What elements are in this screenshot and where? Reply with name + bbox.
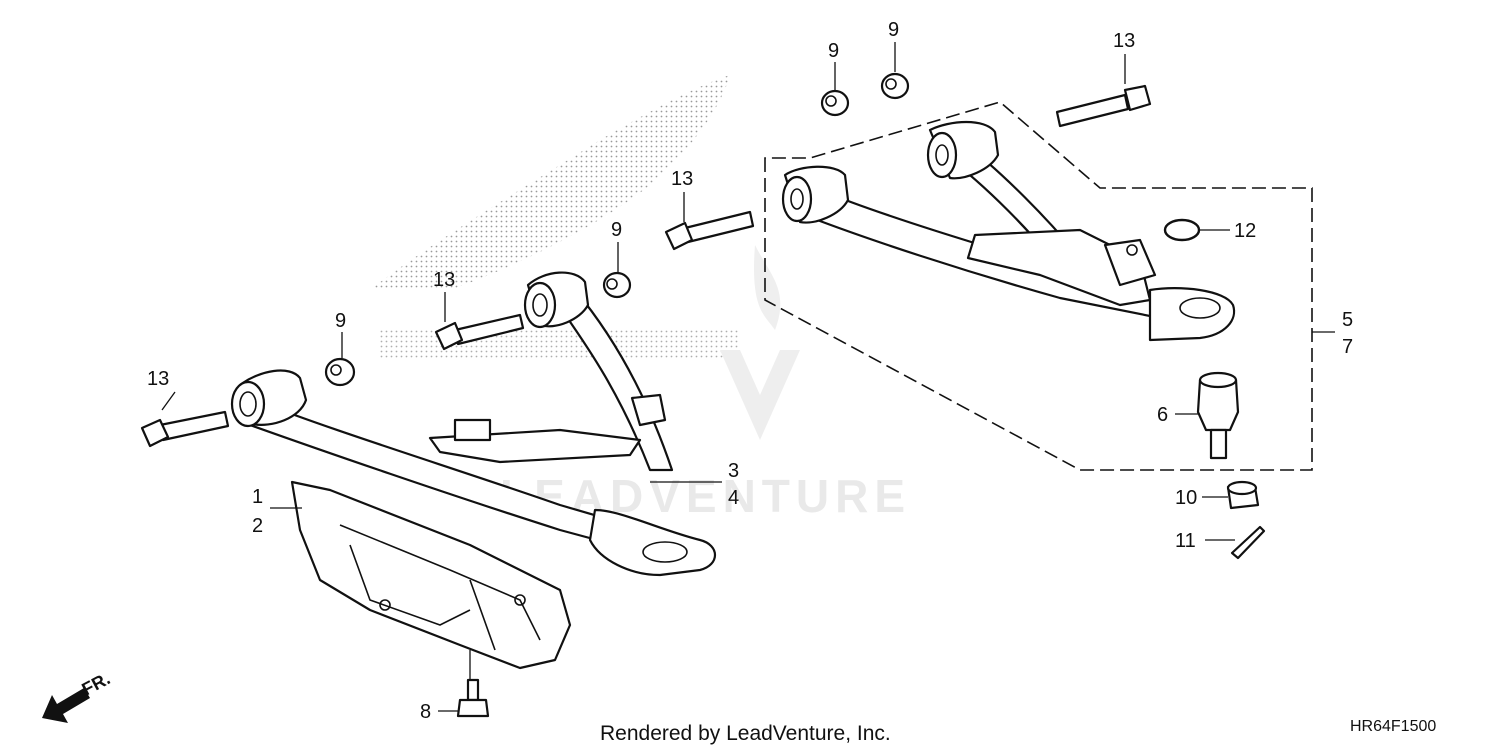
callout-2: 2 (252, 515, 263, 537)
leader-lines (161, 42, 1335, 712)
cotter-pin-11 (1230, 525, 1266, 560)
diagram-code: HR64F1500 (1350, 718, 1436, 735)
callout-labels: 1 2 3 4 5 7 6 8 9 9 9 9 10 11 12 13 13 1… (147, 19, 1353, 723)
callout-9-top-a: 9 (828, 40, 839, 62)
lower-arm-assembly (230, 271, 717, 577)
upper-arm-assembly (781, 121, 1236, 342)
assembly-outline (764, 101, 1313, 471)
callout-5: 5 (1342, 309, 1353, 331)
callout-13-top: 13 (671, 168, 693, 190)
callout-10: 10 (1175, 487, 1197, 509)
callout-3: 3 (728, 460, 739, 482)
callout-9-left: 9 (335, 310, 346, 332)
callout-7: 7 (1342, 336, 1353, 358)
callout-13-right: 13 (1113, 30, 1135, 52)
nut-9-top-b (880, 72, 910, 100)
callout-13-left: 13 (147, 368, 169, 390)
callout-1: 1 (252, 486, 263, 508)
ball-joint-6 (1196, 371, 1240, 460)
bolt-8 (456, 678, 490, 718)
callout-11: 11 (1175, 530, 1196, 552)
castle-nut-10 (1226, 480, 1260, 510)
callout-9-top-b: 9 (888, 19, 899, 41)
callout-12: 12 (1234, 220, 1256, 242)
callout-9-center: 9 (611, 219, 622, 241)
nut-9-left (324, 357, 356, 387)
bolt-13-center (434, 313, 525, 351)
footer-credit: Rendered by LeadVenture, Inc. (600, 722, 891, 745)
circlip-12 (1163, 218, 1201, 242)
bolt-13-right (1055, 84, 1152, 128)
bolt-13-left (140, 410, 230, 448)
callout-6: 6 (1157, 404, 1168, 426)
nut-9-top-a (820, 89, 850, 117)
bolt-13-top (664, 210, 755, 251)
front-direction-arrow: FR. (42, 668, 113, 723)
callout-13-center: 13 (433, 269, 455, 291)
nut-9-center (602, 271, 632, 299)
callout-4: 4 (728, 487, 739, 509)
skid-plate (290, 480, 572, 670)
callout-8: 8 (420, 701, 431, 723)
